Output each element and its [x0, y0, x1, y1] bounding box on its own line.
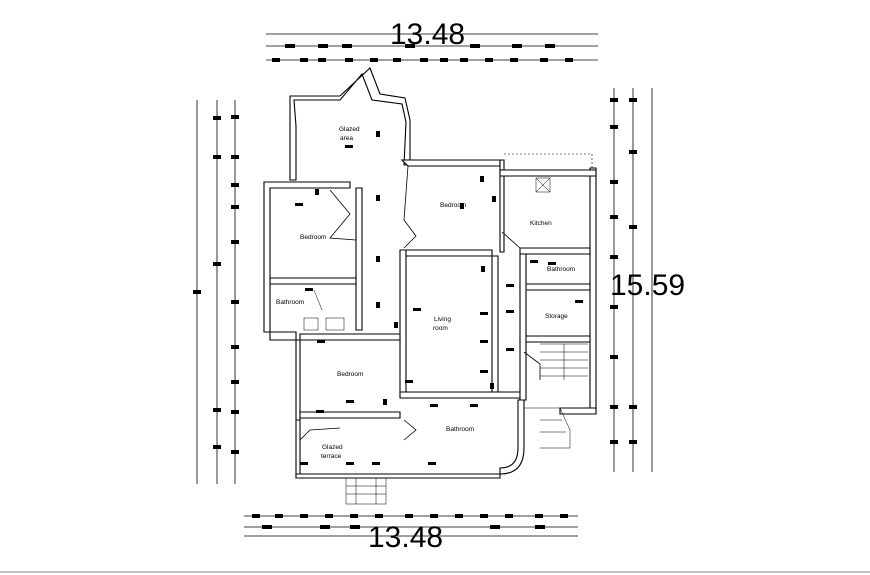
right-dimension-chains — [610, 88, 653, 472]
room-label-glazed-terrace-1: Glazed — [322, 444, 343, 451]
room-label-bathroom-bottom: Bathroom — [446, 426, 474, 433]
room-label-glazed-area-2: area — [340, 135, 353, 142]
room-label-storage: Storage — [545, 313, 568, 320]
room-label-bathroom-left: Bathroom — [276, 299, 304, 306]
room-label-glazed-terrace-2: terrace — [321, 453, 342, 460]
top-dimension-label: 13.48 — [390, 18, 465, 51]
bottom-dimension-chains — [244, 514, 578, 537]
room-label-bedroom-bottom: Bedroom — [337, 371, 363, 378]
room-label-bedroom-left: Bedroom — [300, 234, 326, 241]
room-labels: Glazed area Bedroom Kitchen Bedroom Bath… — [276, 126, 575, 460]
room-label-glazed-area-1: Glazed — [339, 126, 360, 133]
room-label-living-room-2: room — [433, 325, 448, 332]
room-label-living-room-1: Living — [434, 316, 451, 323]
room-label-kitchen: Kitchen — [530, 220, 552, 227]
building-walls — [263, 67, 597, 479]
left-dimension-chains — [193, 100, 239, 484]
room-label-bathroom-small-right: Bathroom — [547, 266, 575, 273]
interior-details — [299, 153, 593, 505]
right-dimension-label: 15.59 — [610, 269, 685, 302]
interior-dimension-ticks — [295, 44, 583, 465]
room-label-bedroom-top: Bedroom — [440, 202, 466, 209]
bottom-dimension-label: 13.48 — [368, 521, 443, 554]
